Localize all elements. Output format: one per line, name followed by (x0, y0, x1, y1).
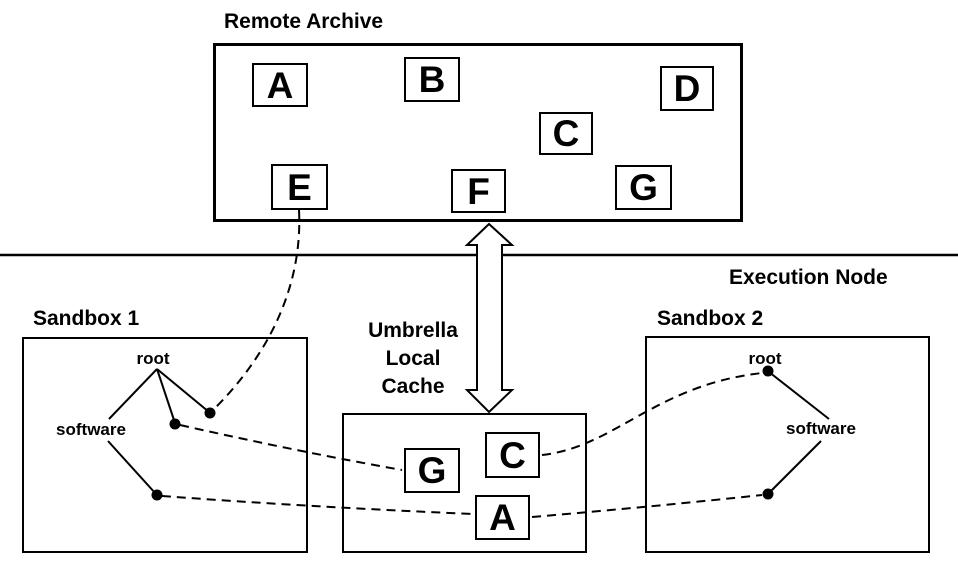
sandbox1-software-label: software (56, 420, 126, 439)
umbrella-cache-title: Umbrella Local Cache (343, 317, 483, 401)
cache-file-label-a: A (489, 497, 516, 538)
execution-node-title: Execution Node (729, 266, 888, 289)
umbrella-cache-title-line1: Umbrella (368, 319, 458, 342)
cache-file-box-g: G (404, 448, 460, 493)
remote-archive-title: Remote Archive (224, 10, 384, 33)
cache-file-box-a: A (475, 495, 530, 540)
umbrella-cache-title-line3: Cache (381, 375, 445, 398)
archive-file-box-a: A (252, 63, 308, 107)
archive-file-label-b: B (418, 59, 446, 100)
sandbox2-software-label: software (786, 419, 856, 438)
umbrella-cache-box (342, 413, 587, 553)
archive-file-box-b: B (404, 57, 460, 102)
archive-file-label-a: A (266, 64, 294, 106)
sandbox2-root-label: root (748, 349, 782, 368)
sandbox1-title: Sandbox 1 (33, 307, 140, 330)
archive-file-box-d: D (660, 66, 714, 111)
cache-file-label-g: G (417, 450, 447, 491)
sandbox2-box (645, 336, 930, 553)
sandbox1-box (22, 337, 308, 553)
sandbox2-title: Sandbox 2 (657, 307, 764, 330)
cache-file-label-c: C (499, 434, 526, 476)
archive-file-box-c: C (539, 112, 593, 155)
umbrella-cache-title-line2: Local (385, 347, 441, 370)
archive-file-label-e: E (287, 166, 312, 208)
archive-file-box-g: G (615, 165, 672, 210)
remote-archive-box (213, 43, 743, 222)
archive-file-label-d: D (673, 68, 701, 109)
archive-file-box-e: E (271, 164, 328, 210)
sandbox1-root-label: root (136, 349, 170, 368)
cache-file-box-c: C (485, 432, 540, 478)
archive-file-label-g: G (629, 167, 658, 208)
archive-file-label-f: F (467, 170, 490, 212)
archive-file-label-c: C (552, 113, 580, 154)
archive-file-box-f: F (451, 169, 506, 213)
